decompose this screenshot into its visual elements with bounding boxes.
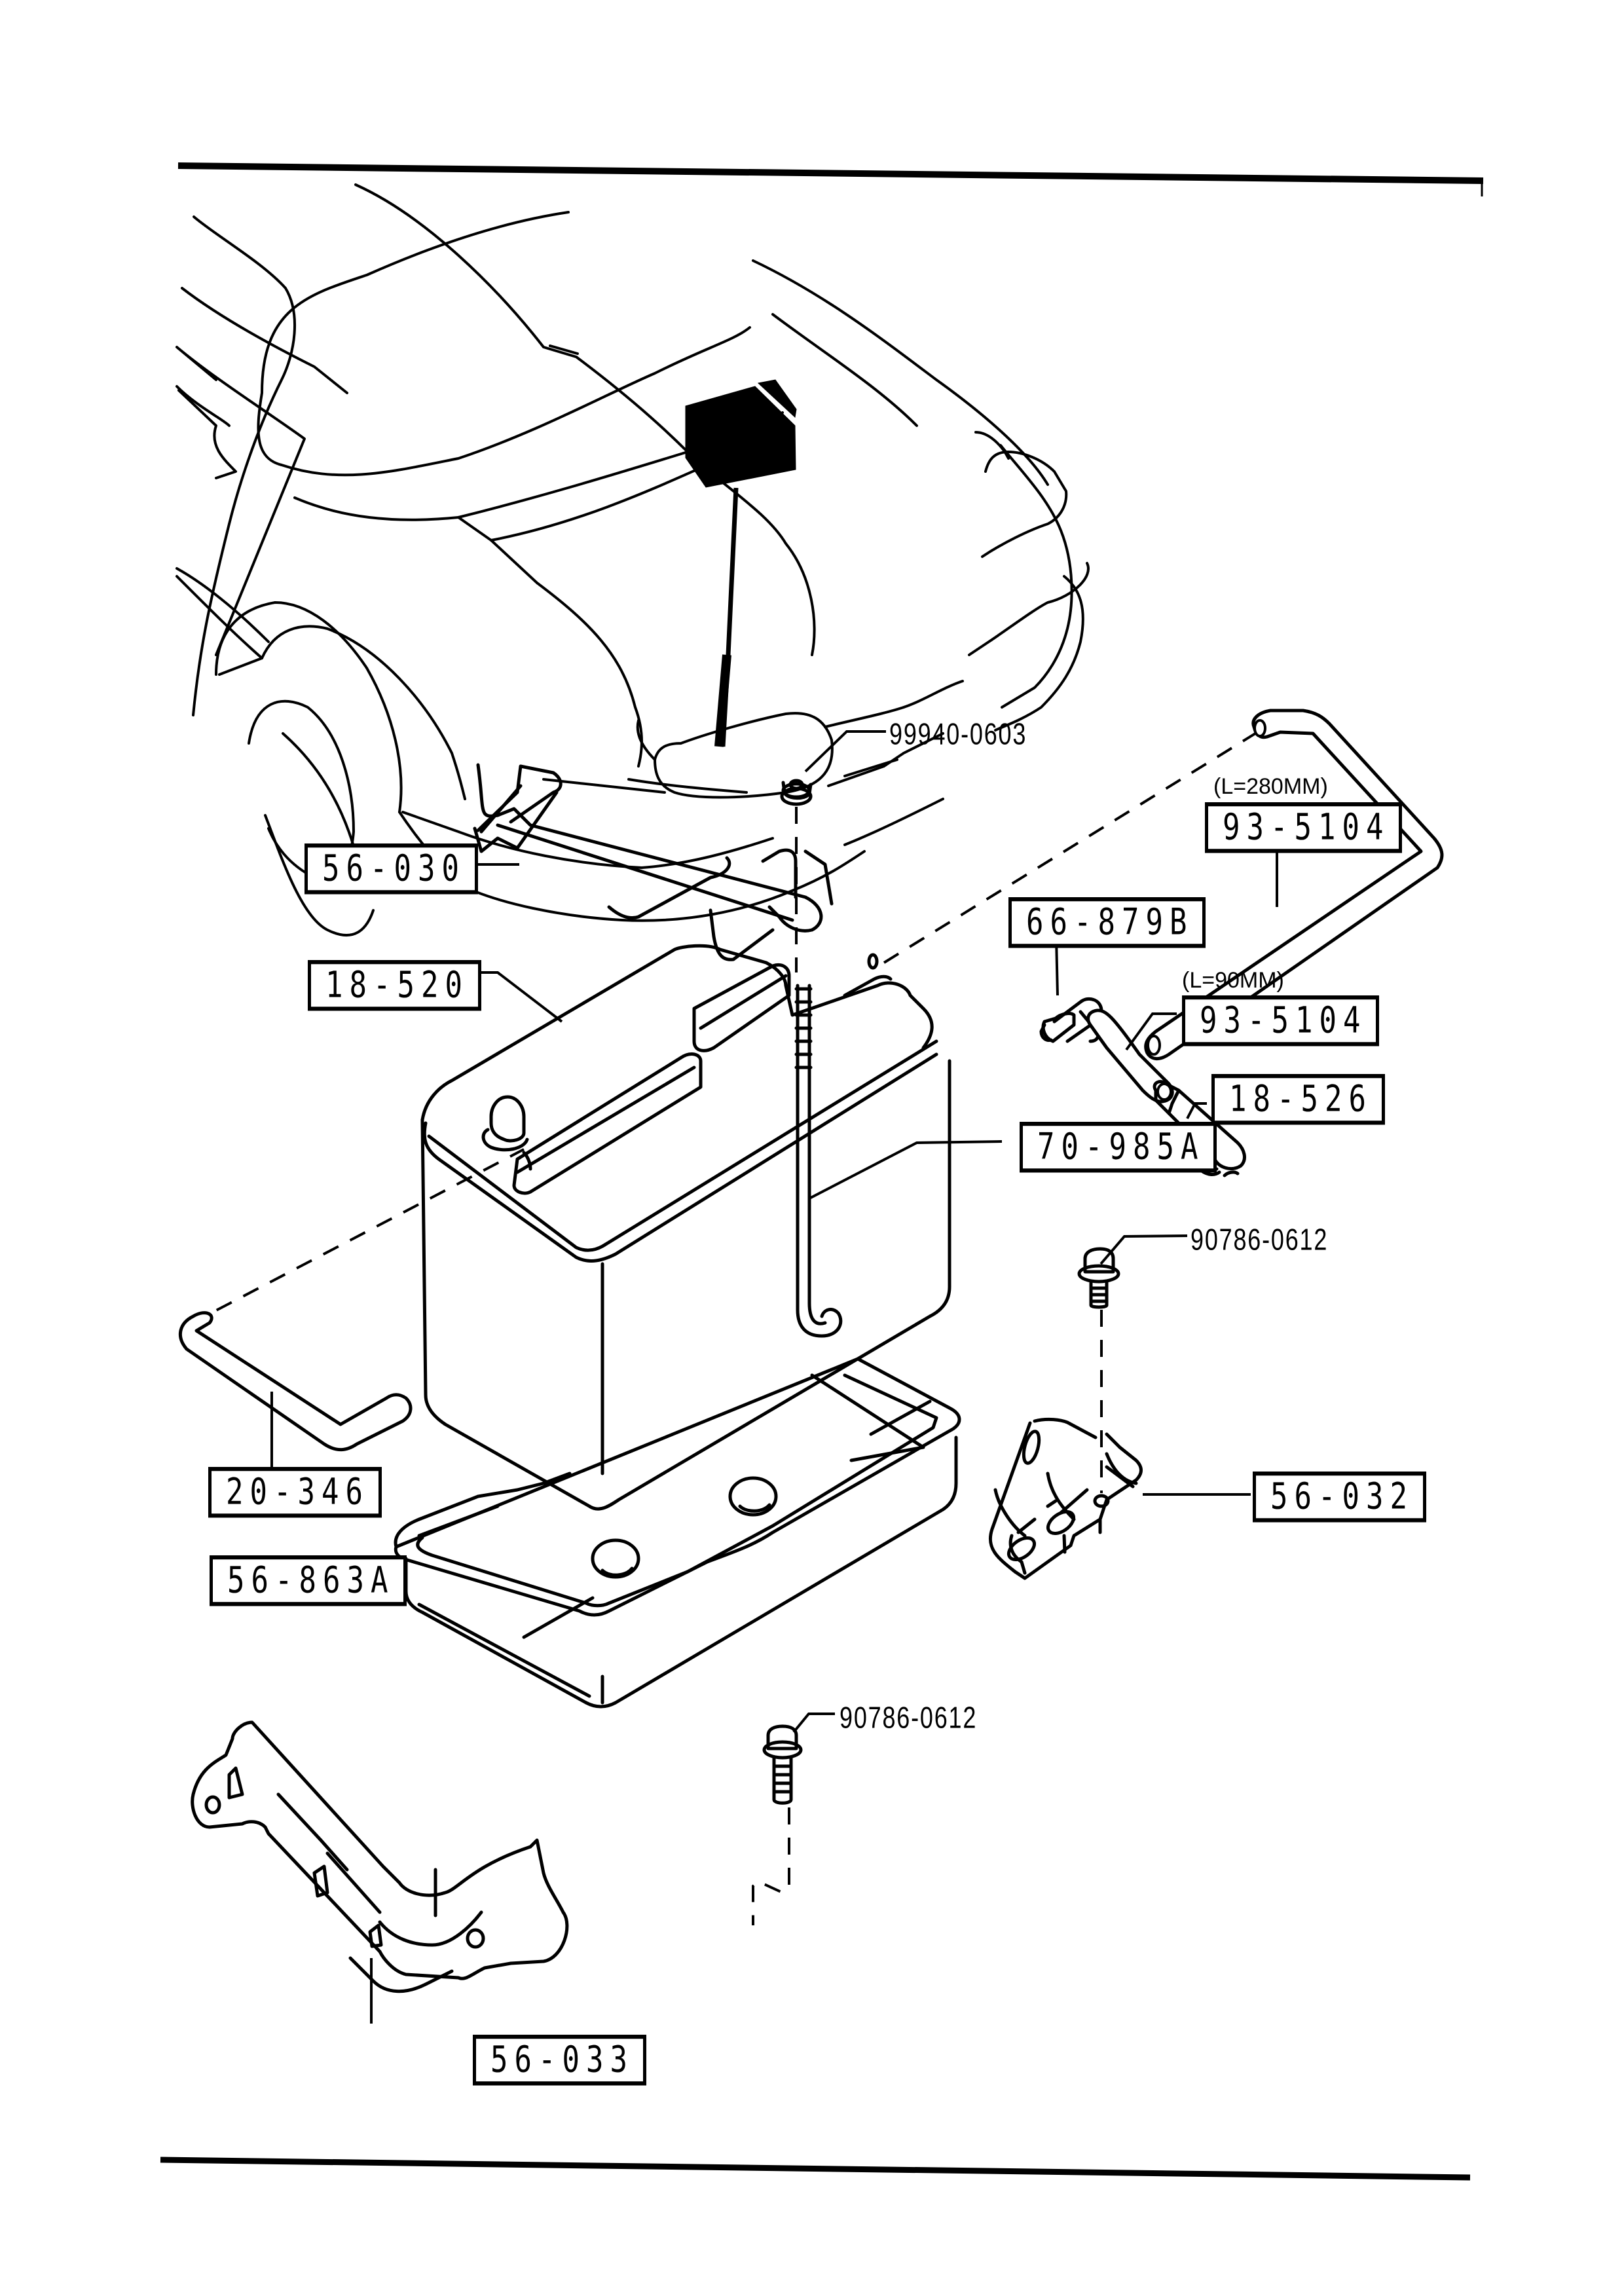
tray-bracket-drawing bbox=[988, 1417, 1143, 1580]
tray-bracket-part-number[interactable]: 56-032 bbox=[1253, 1472, 1426, 1523]
vent-tee-leader bbox=[1055, 938, 1059, 996]
hold-down-rod-drawing bbox=[794, 984, 843, 1338]
rod-70-985A-leader bbox=[809, 1140, 1003, 1200]
drain-tube-dash bbox=[189, 1148, 525, 1325]
battery-tray-part-number[interactable]: 56-863A bbox=[210, 1555, 407, 1606]
drain-tube-part-number[interactable]: 20-346 bbox=[208, 1467, 382, 1518]
vent-hose-short-leader bbox=[1125, 1012, 1177, 1051]
vent-elbow-part-number[interactable]: 18-526 bbox=[1211, 1074, 1385, 1125]
bolt-upper-drawing bbox=[1077, 1247, 1120, 1309]
vent-hose-short-drawing bbox=[1086, 1009, 1174, 1103]
bolt-lower-dash bbox=[752, 1807, 790, 1925]
battery-clamp-drawing bbox=[473, 763, 834, 961]
battery-tray-drawing bbox=[394, 1357, 961, 1709]
vent-hose-long-part-number[interactable]: 93-5104 bbox=[1205, 802, 1403, 853]
car-outline-illustration bbox=[175, 183, 1090, 937]
drain-tube-drawing bbox=[179, 1311, 413, 1452]
support-bracket-drawing bbox=[191, 1720, 569, 1993]
vent-tee-part-number[interactable]: 66-879B bbox=[1008, 897, 1206, 948]
battery-location-marker-edge bbox=[757, 379, 797, 418]
support-bracket-part-number[interactable]: 56-033 bbox=[473, 2035, 646, 2086]
tray-clamp-part-number[interactable]: 56-030 bbox=[304, 843, 478, 895]
vent-hose-short-length-note: (L=90MM) bbox=[1182, 968, 1284, 993]
vent-elbow-leader bbox=[1186, 1102, 1207, 1119]
nut-part-number[interactable]: 99940-0603 bbox=[889, 718, 1027, 751]
vent-hose-dash bbox=[883, 727, 1265, 964]
battery-drawing bbox=[420, 944, 951, 1511]
bolt-lower-leader bbox=[792, 1713, 835, 1733]
hold-down-rod-part-number[interactable]: 70-985A bbox=[1020, 1122, 1217, 1173]
battery-part-number[interactable]: 18-520 bbox=[308, 960, 481, 1011]
bolt-lower-drawing bbox=[762, 1724, 803, 1805]
top-border-rule bbox=[177, 162, 1484, 184]
bolt-lower-part-number[interactable]: 90786-0612 bbox=[840, 1701, 978, 1735]
bottom-border-rule bbox=[160, 2157, 1471, 2181]
vent-hose-long-length-note: (L=280MM) bbox=[1213, 774, 1328, 799]
bolt-upper-part-number[interactable]: 90786-0612 bbox=[1190, 1223, 1329, 1257]
battery-location-marker bbox=[685, 386, 796, 488]
vent-hose-long-drawing bbox=[1144, 709, 1444, 1060]
flange-nut-drawing bbox=[780, 779, 813, 806]
location-pointer-line-tail bbox=[714, 654, 731, 747]
vent-hose-short-part-number[interactable]: 93-5104 bbox=[1182, 995, 1380, 1046]
nut-leader bbox=[804, 730, 886, 773]
bolt-upper-leader bbox=[1099, 1234, 1188, 1265]
